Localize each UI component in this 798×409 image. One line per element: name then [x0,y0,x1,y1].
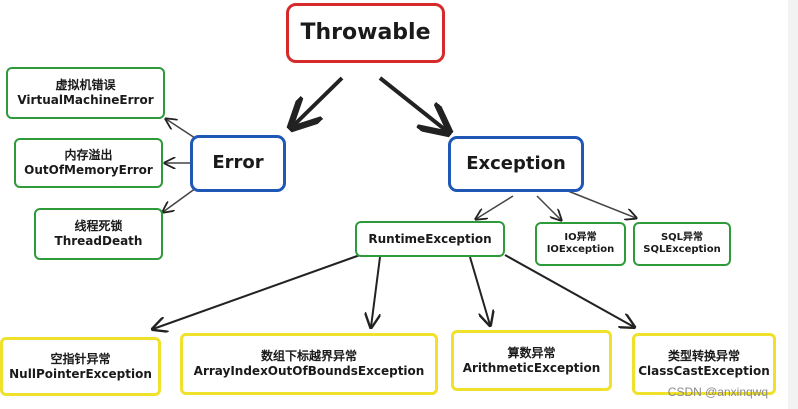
throwable-node: Throwable [286,3,445,63]
io-exception-cn: IO异常 [564,231,597,243]
arrow-runtime-nullpointer [153,254,361,329]
right-edge-strip [788,0,798,409]
arrow-exception-runtime [476,195,514,219]
oom-error-node: 内存溢出 OutOfMemoryError [14,138,163,188]
vm-error-node: 虚拟机错误 VirtualMachineError [6,67,165,119]
arrow-error-thread [163,187,197,212]
arithmetic-cn: 算数异常 [507,345,556,360]
io-exception-node: IO异常 IOException [535,222,626,266]
arrow-exception-sql [567,190,636,218]
runtime-exception-label: RuntimeException [368,231,492,246]
arrow-throwable-error [292,76,344,127]
thread-death-node: 线程死锁 ThreadDeath [34,208,163,260]
sql-exception-cn: SQL异常 [660,231,704,243]
class-cast-en: ClassCastException [638,364,770,378]
csdn-watermark: CSDN @anxinqwq [667,385,768,399]
array-index-node: 数组下标越界异常 ArrayIndexOutOfBoundsException [180,333,438,395]
thread-death-en: ThreadDeath [54,234,143,248]
thread-death-cn: 线程死锁 [74,219,123,233]
null-pointer-en: NullPointerException [9,366,152,381]
arithmetic-node: 算数异常 ArithmeticException [451,330,612,391]
vm-error-cn: 虚拟机错误 [55,78,116,92]
arrow-runtime-arrayindex [371,256,381,327]
class-cast-cn: 类型转换异常 [667,349,740,363]
arrow-throwable-exception [378,76,448,132]
class-cast-node: 类型转换异常 ClassCastException [632,333,776,395]
exception-node: Exception [448,136,584,192]
sql-exception-en: SQLException [643,244,721,255]
arrow-runtime-arithmetic [469,256,490,325]
exception-label: Exception [466,152,566,174]
arrow-exception-io [536,195,561,220]
array-index-cn: 数组下标越界异常 [260,349,357,363]
runtime-exception-node: RuntimeException [355,221,505,257]
arrow-runtime-classcast [504,254,634,327]
null-pointer-node: 空指针异常 NullPointerException [0,337,161,396]
oom-error-cn: 内存溢出 [64,148,113,162]
error-node: Error [190,135,286,192]
oom-error-en: OutOfMemoryError [24,163,153,177]
arithmetic-en: ArithmeticException [462,360,601,375]
sql-exception-node: SQL异常 SQLException [633,222,731,266]
error-label: Error [212,152,264,174]
null-pointer-cn: 空指针异常 [50,351,111,366]
throwable-label: Throwable [300,20,431,46]
array-index-en: ArrayIndexOutOfBoundsException [193,364,425,378]
vm-error-en: VirtualMachineError [17,93,154,107]
io-exception-en: IOException [546,244,615,255]
